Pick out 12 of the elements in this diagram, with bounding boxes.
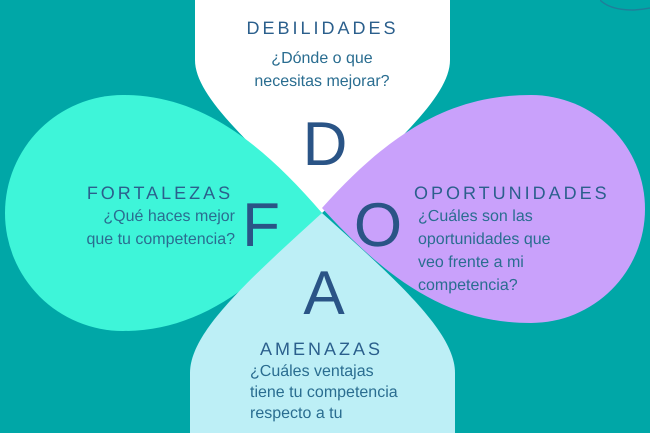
petal-heading: OPORTUNIDADES [414, 183, 611, 204]
petal-question: ¿Dónde o que necesitas mejorar? [253, 49, 391, 92]
petal-heading: DEBILIDADES [245, 18, 400, 39]
petal-question: ¿Qué haces mejor que tu competencia? [85, 207, 235, 250]
petal-letter: O [352, 195, 404, 257]
petal-heading: FORTALEZAS [86, 183, 234, 204]
petal-letter: D [302, 114, 348, 176]
petal-question: ¿Cuáles son las oportunidades que veo frente a mi competencia? [418, 207, 552, 296]
petal-letter: F [241, 195, 281, 257]
petal-question: ¿Cuáles ventajas tiene tu competencia respecto a tu [250, 362, 399, 424]
petal-letter: A [302, 263, 346, 325]
petal-heading: AMENAZAS [260, 339, 384, 360]
